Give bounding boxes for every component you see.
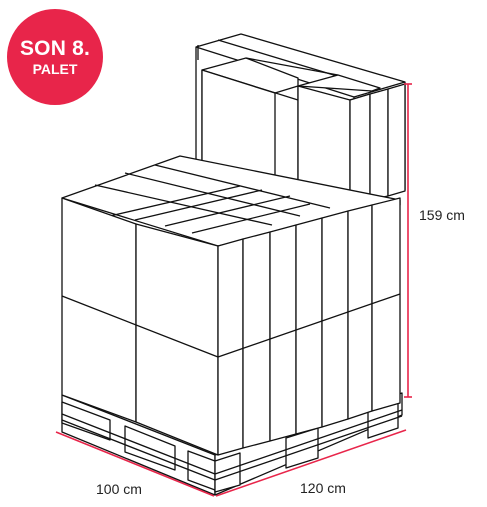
depth-label: 100 cm <box>96 481 142 497</box>
pallet <box>61 392 403 496</box>
lower-box-stack <box>61 155 401 456</box>
width-line <box>215 429 407 497</box>
dimension-lines <box>55 83 412 497</box>
pallet-badge: SON 8. PALET <box>7 9 103 105</box>
depth-line <box>55 431 215 497</box>
width-label: 120 cm <box>300 480 346 496</box>
badge-subtitle: PALET <box>32 60 78 77</box>
badge-title: SON 8. <box>19 36 91 60</box>
height-label: 159 cm <box>419 207 465 223</box>
